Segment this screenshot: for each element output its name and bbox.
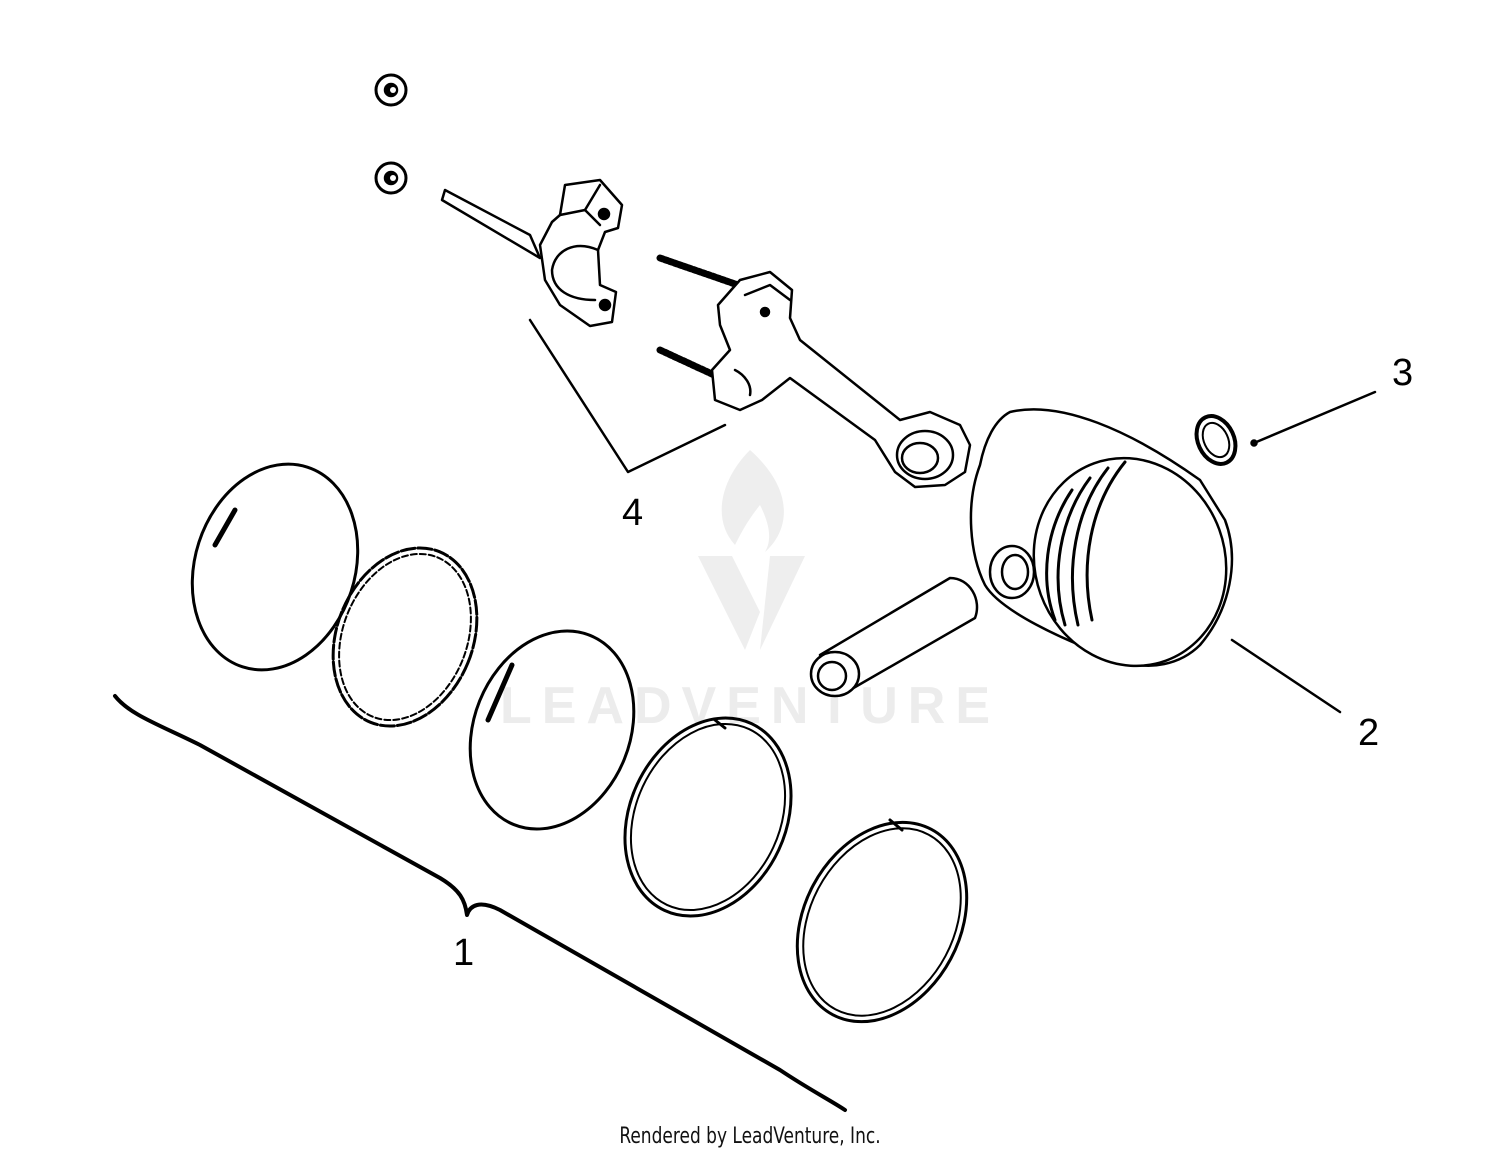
piston-ring-2 xyxy=(331,546,479,728)
piston-ring-3 xyxy=(468,629,636,831)
callout-2: 2 xyxy=(1358,712,1380,754)
nut-top xyxy=(374,73,408,107)
callout-3: 3 xyxy=(1392,352,1414,394)
piston-ring-5 xyxy=(795,818,969,1024)
callout-4: 4 xyxy=(622,492,644,534)
dipper-stick xyxy=(440,188,542,260)
nut-bottom xyxy=(374,161,408,195)
bracket-1 xyxy=(113,694,847,1112)
callout-1: 1 xyxy=(453,932,475,974)
leader-line-2 xyxy=(1230,638,1342,714)
piston-ring-1 xyxy=(190,462,360,672)
piston-pin xyxy=(809,576,979,698)
retaining-ring xyxy=(1194,414,1238,466)
leader-line-3 xyxy=(1252,390,1377,445)
piston xyxy=(969,408,1234,668)
render-credit: Rendered by LeadVenture, Inc. xyxy=(619,1124,881,1149)
connecting-rod xyxy=(656,254,972,489)
leader-line-4 xyxy=(528,318,727,474)
watermark-text: LEADVENTURE xyxy=(499,677,1001,735)
rod-cap xyxy=(538,178,624,328)
piston-ring-4 xyxy=(623,716,793,918)
